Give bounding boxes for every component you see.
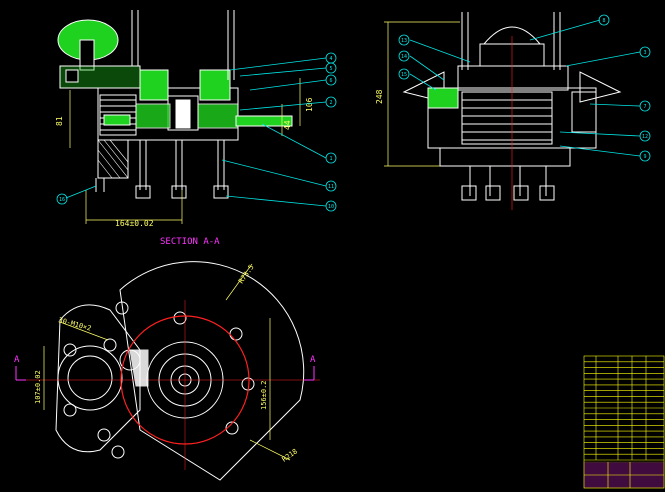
section-mark-left: A [14,355,20,365]
balloon-16: 16 [59,197,65,203]
balloon-2: 2 [329,100,332,106]
balloon-11: 11 [328,184,334,190]
section-title: SECTION A-A [160,237,220,247]
balloon-1: 1 [329,156,332,162]
dim-height-inner-front: 44 [283,120,292,130]
balloon-8: 8 [602,18,605,24]
balloon-14: 14 [401,54,407,60]
dim-radius-bottom: R218 [281,447,299,463]
balloon-5: 5 [329,66,332,72]
dim-bore-vertical: 107±0.02 [34,370,42,404]
side-view [384,12,622,210]
dim-height-side: 248 [375,89,384,104]
dim-width-bottom: 164±0.02 [115,219,154,228]
balloon-9: 9 [643,154,646,160]
balloon-13: 13 [401,38,407,44]
section-mark-right: A [310,355,316,365]
balloon-15: 15 [401,72,407,78]
dim-height-left-front: 81 [55,116,64,126]
dim-bore-vertical-right: 156±0.2 [260,380,268,410]
balloon-7: 7 [643,104,646,110]
dim-radius-top: R73.5 [237,263,256,285]
dim-height-right-front: 106 [305,97,314,112]
front-section-view [57,10,301,224]
plan-view [15,261,320,481]
balloon-4: 4 [329,56,332,62]
balloon-3: 3 [643,50,646,56]
balloon-10: 10 [328,204,334,210]
balloon-6: 6 [329,78,332,84]
dim-hole-pattern: 30-M10×2 [57,316,92,332]
balloon-12: 12 [642,134,648,140]
parts-list-table [583,355,665,489]
